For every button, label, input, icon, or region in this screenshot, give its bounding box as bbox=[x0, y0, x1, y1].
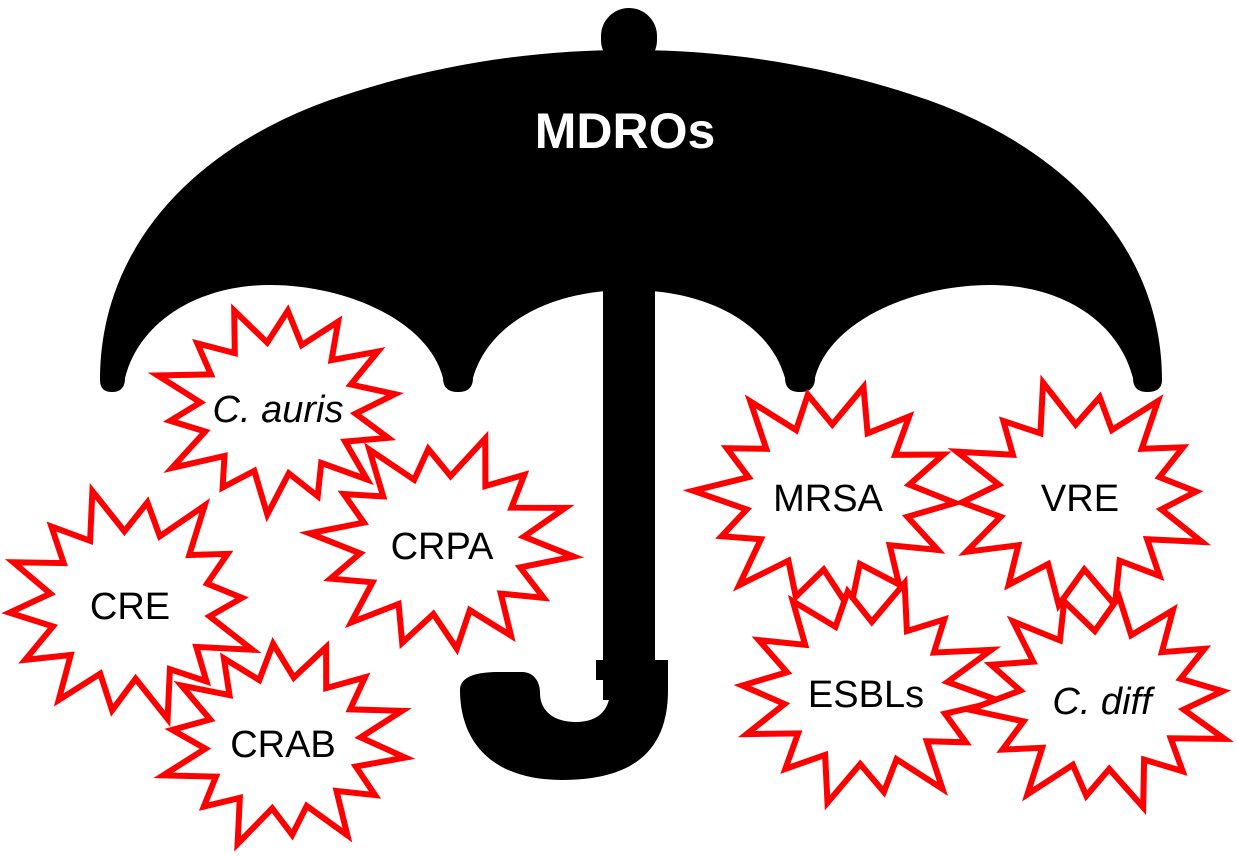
burst-c-auris: C. auris bbox=[147, 303, 404, 523]
burst-shape-esbls bbox=[733, 575, 1011, 811]
burst-shape-vre bbox=[947, 374, 1212, 613]
burst-shape-cre bbox=[1, 482, 262, 728]
burst-shape-mrsa bbox=[682, 379, 965, 618]
umbrella-title: MDROs bbox=[535, 103, 716, 159]
umbrella-handle bbox=[460, 660, 668, 780]
burst-c-diff: C. diff bbox=[958, 590, 1235, 816]
burst-shape-c-diff bbox=[958, 590, 1235, 816]
burst-label-cre: CRE bbox=[90, 586, 170, 628]
burst-label-vre: VRE bbox=[1041, 478, 1119, 520]
burst-esbls: ESBLs bbox=[733, 575, 1011, 811]
burst-cre: CRE bbox=[1, 482, 262, 728]
burst-crab: CRAB bbox=[153, 637, 416, 852]
burst-label-mrsa: MRSA bbox=[773, 478, 883, 520]
burst-shape-crab bbox=[153, 637, 416, 852]
burst-shape-crpa bbox=[298, 430, 585, 656]
burst-label-esbls: ESBLs bbox=[808, 674, 924, 716]
burst-label-c-auris: C. auris bbox=[213, 389, 344, 431]
burst-label-crpa: CRPA bbox=[391, 526, 494, 568]
burst-shape-c-auris bbox=[147, 303, 404, 523]
umbrella-canopy bbox=[100, 50, 1162, 392]
burst-mrsa: MRSA bbox=[682, 379, 965, 618]
burst-label-c-diff: C. diff bbox=[1052, 681, 1155, 723]
burst-vre: VRE bbox=[947, 374, 1212, 613]
burst-label-crab: CRAB bbox=[230, 724, 336, 766]
burst-crpa: CRPA bbox=[298, 430, 585, 656]
umbrella-icon: MDROs bbox=[100, 8, 1162, 780]
umbrella-shaft bbox=[603, 280, 655, 700]
